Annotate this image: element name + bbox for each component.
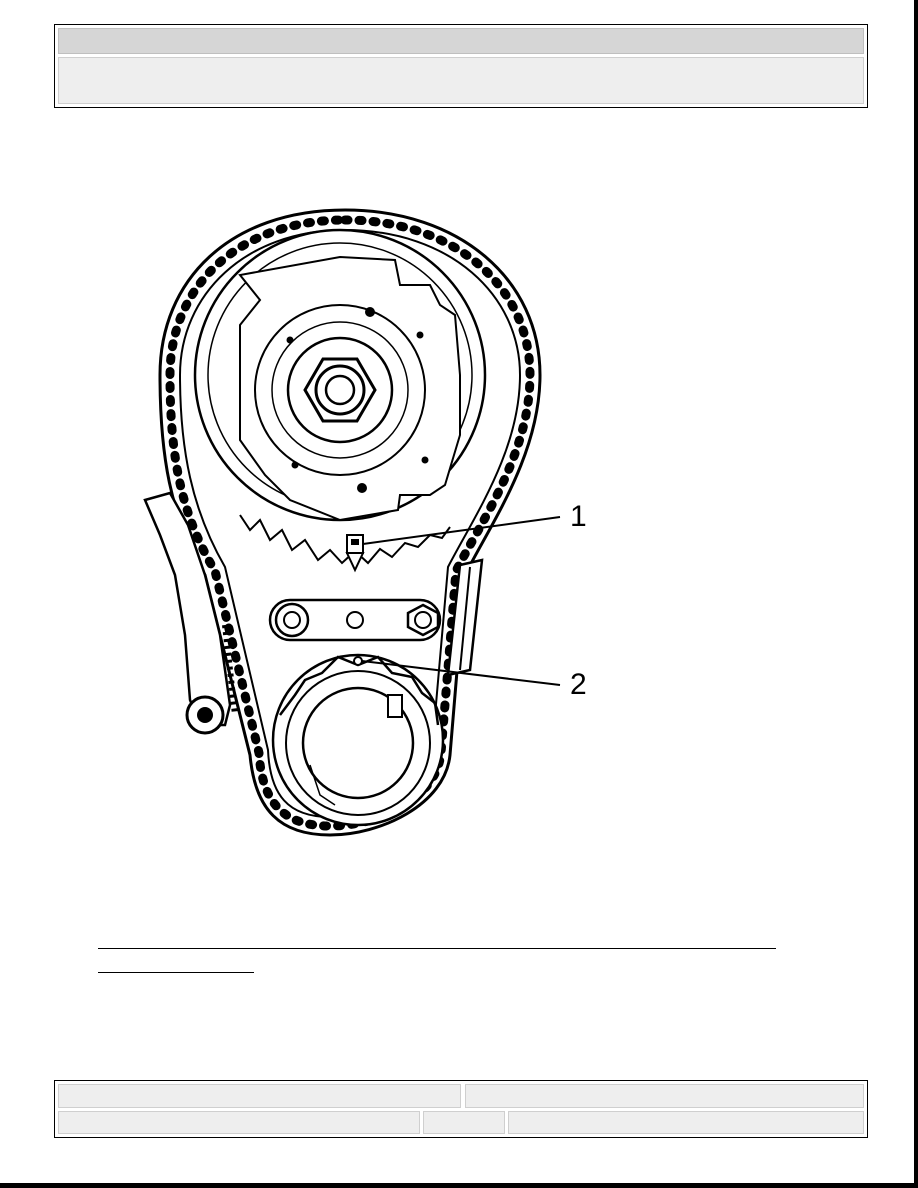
timing-chain [158,208,542,837]
camshaft-timing-mark [345,534,365,573]
page-footer [54,1080,868,1138]
header-title [58,28,864,54]
timing-chain-illustration [130,195,610,845]
crankshaft-sprocket [271,653,445,827]
footer-left-bottom [58,1111,420,1134]
callout-1-label: 1 [570,500,587,533]
timing-chain-drawing [143,208,561,837]
footer-left-top [58,1084,461,1108]
chain-tensioner [143,491,238,735]
footer-mid-bottom [423,1111,505,1134]
footer-right-top [465,1084,864,1108]
callout-2-leader [361,660,561,686]
link-line-2[interactable] [98,972,254,973]
page-header [54,24,868,108]
link-line-1[interactable] [98,948,776,949]
chain-damper [446,558,484,677]
callout-2-label: 2 [570,668,587,701]
crankshaft-timing-mark [353,656,363,666]
header-subtitle [58,57,864,104]
chain-guide [268,598,442,642]
footer-right-bottom [508,1111,864,1134]
callout-1-leader [362,516,561,545]
